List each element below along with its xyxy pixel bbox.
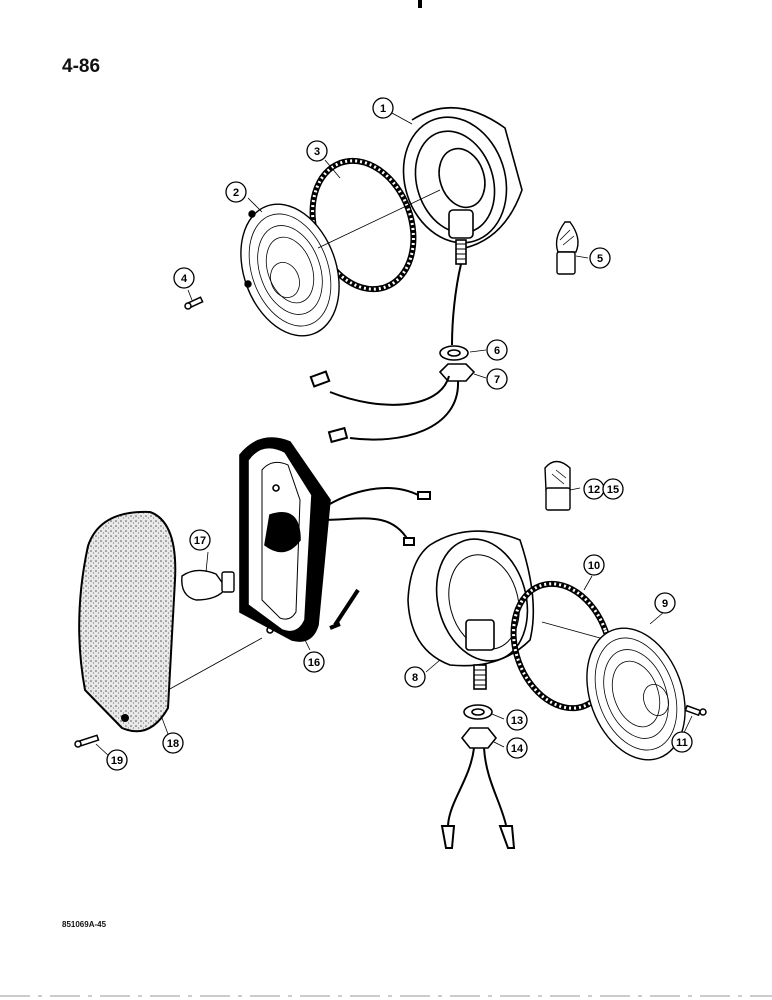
tail-lamp-wires [319,487,431,630]
callout-11: 11 [671,731,693,753]
callout-15-label: 15 [607,484,619,496]
tail-lamp-lens [78,510,177,733]
callout-12-label: 12 [588,484,600,496]
callout-6: 6 [486,339,508,361]
right-bulb [544,460,571,511]
callout-16: 16 [303,651,325,673]
lower-lens [586,627,686,761]
callout-9-label: 9 [662,598,668,610]
callout-19: 19 [106,749,128,771]
callout-12-15: 12 15 [583,478,624,500]
callout-5-label: 5 [597,253,603,265]
lower-washer-nut [460,704,498,749]
callout-13-label: 13 [511,715,523,727]
scan-mark [418,0,422,8]
upper-bulb [555,221,579,275]
upper-lamp-housing [402,106,523,265]
callout-4-label: 4 [181,273,188,285]
tail-lamp-housing [239,437,331,642]
lower-gasket [510,580,614,712]
callout-4: 4 [173,267,195,289]
figure-code: 851069A-45 [62,920,107,929]
callout-1: 1 [372,97,394,119]
callout-19-label: 19 [111,755,123,767]
callout-13: 13 [506,709,528,731]
callout-2: 2 [225,181,247,203]
callout-17: 17 [189,529,211,551]
callout-8: 8 [404,666,426,688]
tail-screw [74,734,100,748]
upper-screw [184,296,204,310]
callout-14: 14 [506,737,528,759]
upper-lens [240,203,340,337]
callout-10-label: 10 [588,560,600,572]
page-number: 4-86 [62,56,101,77]
lower-lamp-housing [407,530,535,690]
callout-11-label: 11 [676,737,688,749]
callout-6-label: 6 [494,345,500,357]
callout-18-label: 18 [167,738,179,750]
tail-bulb [181,569,235,601]
callout-17-label: 17 [194,535,206,547]
callout-9: 9 [654,592,676,614]
callout-3-label: 3 [314,146,320,158]
callout-5: 5 [589,247,611,269]
upper-harness-wires [309,263,462,444]
callout-1-label: 1 [380,103,386,115]
callout-7-label: 7 [494,374,500,386]
lower-screw [684,704,707,717]
callout-18: 18 [162,732,184,754]
upper-washer-nut [438,345,476,382]
callout-10: 10 [583,554,605,576]
callout-14-label: 14 [511,743,524,755]
callout-7: 7 [486,368,508,390]
callout-8-label: 8 [412,672,418,684]
lower-harness-wires [440,747,516,849]
callout-3: 3 [306,140,328,162]
callout-2-label: 2 [233,187,239,199]
callout-16-label: 16 [308,657,320,669]
